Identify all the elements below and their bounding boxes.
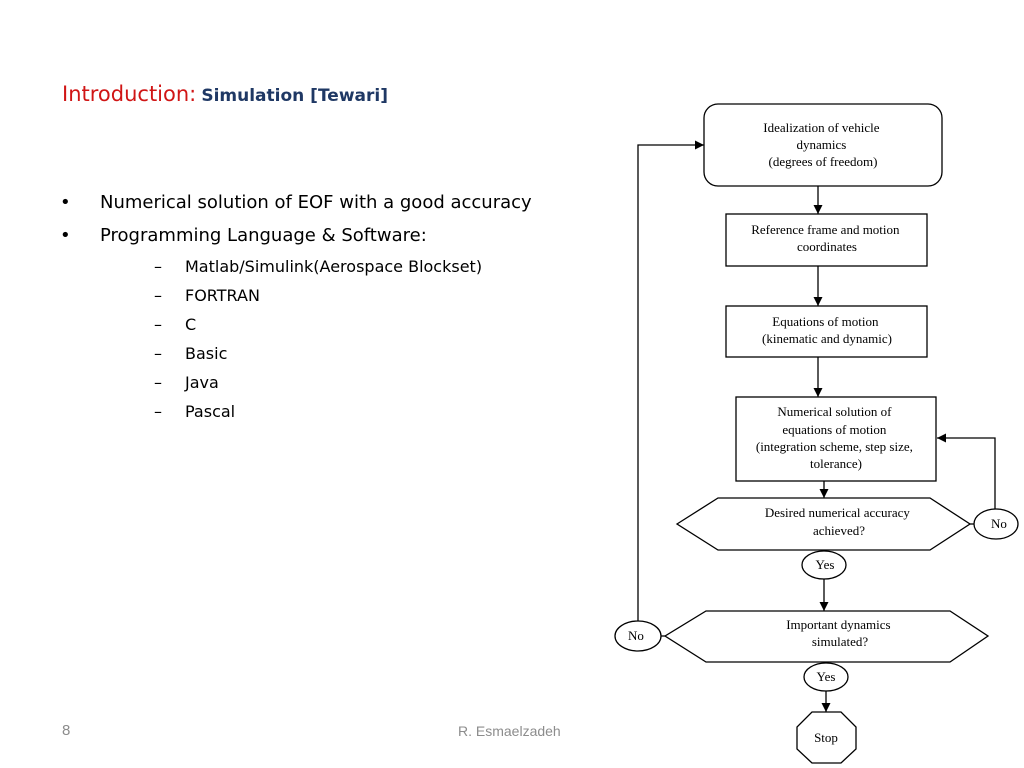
bullet-marker: • [60, 225, 71, 246]
dynamics-decision [663, 610, 990, 663]
idealization-text: Idealization of vehicle dynamics (degree… [763, 120, 882, 169]
sub-bullet-text: Basic [185, 344, 228, 363]
numerical-solution-box [735, 396, 937, 482]
dynamics-yes-text: Yes [817, 669, 836, 684]
dynamics-yes-label [803, 662, 849, 692]
sub-bullet-text: Pascal [185, 402, 236, 421]
stop-octagon [796, 711, 857, 764]
equations-text: Equations of motion (kinematic and dynam… [762, 314, 892, 346]
sub-bullet-marker: – [154, 344, 162, 363]
sub-bullet-marker: – [154, 286, 162, 305]
title-intro: Introduction: [62, 82, 197, 106]
sub-bullet-item: – Pascal [145, 397, 532, 426]
arrow-dynamics-no-loop [637, 140, 704, 621]
sub-bullet-marker: – [154, 402, 162, 421]
sub-bullet-marker: – [154, 315, 162, 334]
idealization-box [703, 103, 943, 187]
bullet-item: • Numerical solution of EOF with a good … [60, 186, 532, 219]
accuracy-no-text: No [991, 516, 1007, 531]
bullet-list: • Numerical solution of EOF with a good … [60, 186, 532, 426]
sub-bullet-marker: – [154, 373, 162, 392]
sub-bullet-item: – Matlab/Simulink(Aerospace Blockset) [145, 252, 532, 281]
accuracy-no-label [973, 508, 1019, 540]
sub-bullet-item: –C [145, 310, 532, 339]
numerical-solution-text: Numerical solution of equations of motio… [756, 404, 916, 471]
reference-frame-box [725, 213, 928, 267]
dynamics-decision-text: Important dynamics simulated? [786, 617, 894, 649]
stop-text: Stop [814, 730, 838, 745]
sub-bullet-list: – Matlab/Simulink(Aerospace Blockset) – FO… [145, 252, 532, 426]
bullet-text: Numerical solution of EOF with a good ac… [100, 192, 532, 213]
reference-frame-text: Reference frame and motion coordinates [751, 222, 903, 254]
dynamics-no-label [614, 620, 662, 652]
slide-title: Introduction: Simulation [Tewari] [62, 82, 388, 106]
footer-author: R. Esmaelzadeh [458, 723, 561, 739]
bullet-marker: • [60, 192, 71, 213]
accuracy-decision-text: Desired numerical accuracy achieved? [765, 505, 913, 538]
sub-bullet-text: FORTRAN [185, 286, 260, 305]
arrow-accuracy-no-loop [937, 433, 996, 510]
sub-bullet-text: Java [185, 373, 219, 392]
sub-bullet-text: Matlab/Simulink(Aerospace Blockset) [185, 257, 483, 276]
sub-bullet-marker: – [154, 257, 162, 276]
accuracy-yes-text: Yes [816, 557, 835, 572]
dynamics-no-text: No [628, 628, 644, 643]
slide-number: 8 [62, 722, 71, 739]
bullet-item: • Programming Language & Software: – Matl… [60, 219, 532, 426]
bullet-text: Programming Language & Software: [100, 225, 427, 246]
sub-bullet-text: C [185, 315, 197, 334]
sub-bullet-item: – Basic [145, 339, 532, 368]
equations-box [725, 305, 928, 358]
accuracy-decision [675, 497, 972, 551]
sub-bullet-item: – FORTRAN [145, 281, 532, 310]
title-subtitle: Simulation [Tewari] [201, 86, 388, 106]
accuracy-yes-label [801, 550, 847, 580]
sub-bullet-item: – Java [145, 368, 532, 397]
